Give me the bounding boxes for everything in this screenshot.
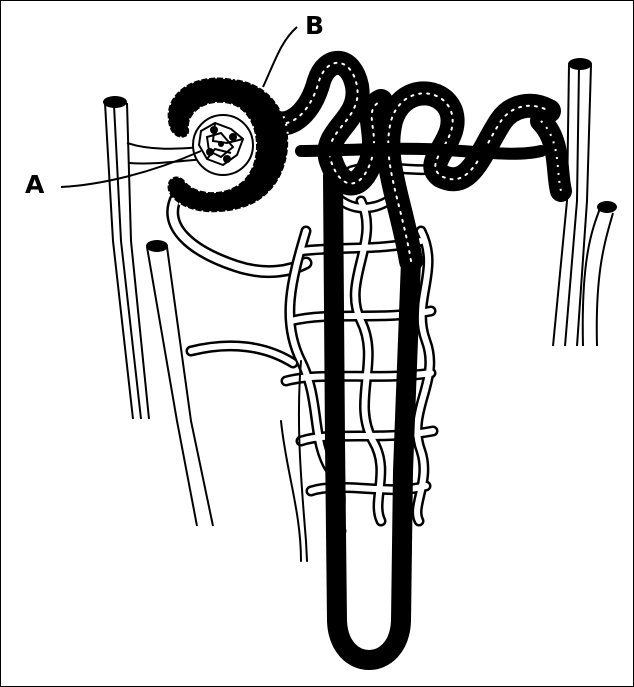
vessel-opening-lower (146, 240, 168, 252)
duct-opening-lower (597, 201, 617, 213)
leader-line-b (263, 27, 297, 87)
proximal-tubule (271, 63, 381, 184)
label-a: A (25, 172, 44, 197)
vessel-opening-upper (103, 96, 127, 108)
duct-opening-upper (568, 58, 592, 70)
label-b: B (305, 13, 324, 38)
glomerulus (193, 115, 253, 175)
